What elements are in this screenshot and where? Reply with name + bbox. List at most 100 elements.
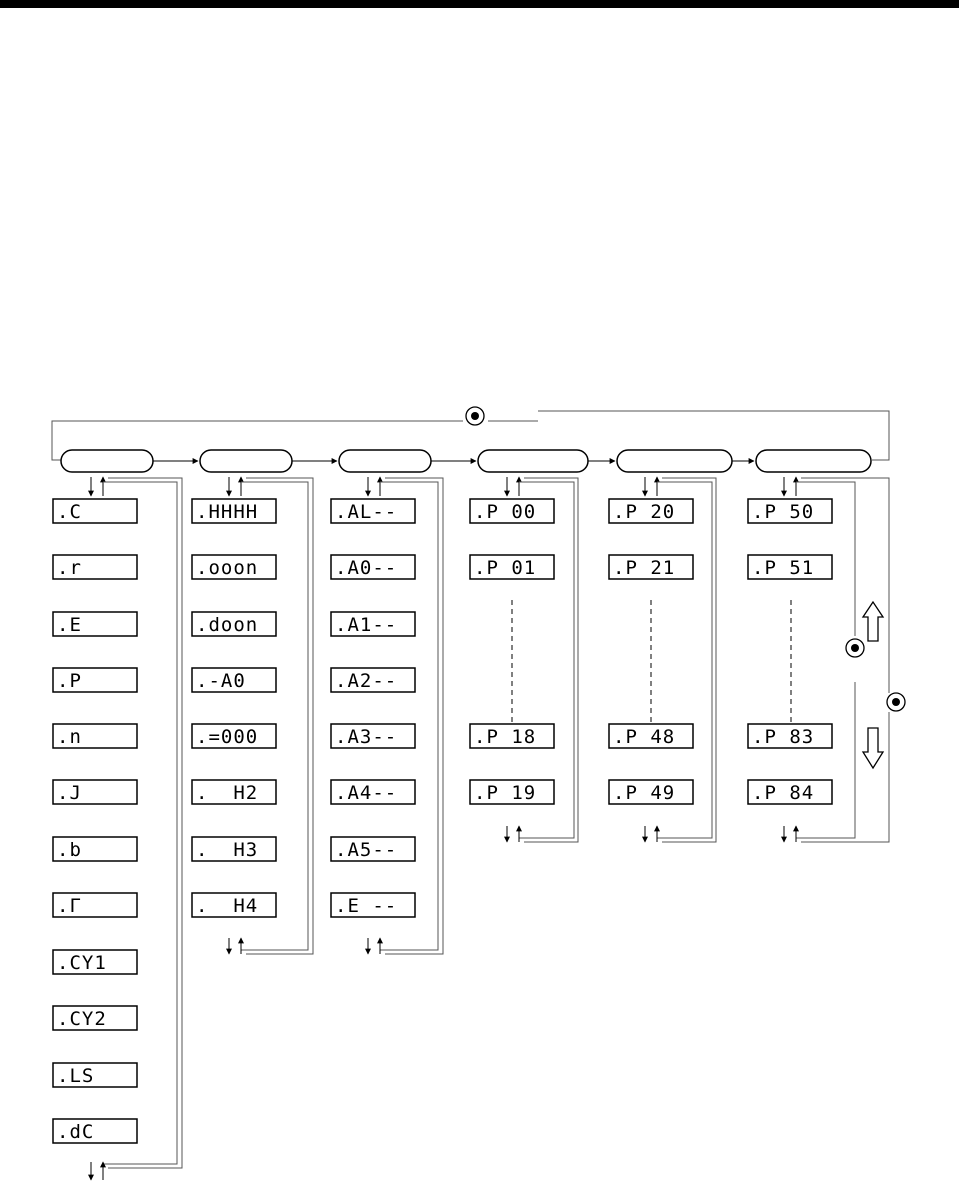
lcd-text: .n [57, 726, 82, 748]
lcd-frame [52, 554, 138, 580]
alarm-loop [365, 476, 444, 955]
lcd-text: .CY1 [57, 952, 107, 974]
status-display-10: .LS [52, 1062, 138, 1088]
mode-tab-expansion-parameters-2[interactable] [755, 449, 872, 473]
status-display-3: .P [52, 667, 138, 693]
lcd-text: .P 00 [474, 501, 536, 523]
lcd-frame [330, 498, 416, 524]
lcd-frame [747, 498, 833, 524]
lcd-frame [608, 779, 694, 805]
lcd-frame [330, 779, 416, 805]
diagnosis-display-1: .ooon [191, 554, 277, 580]
alarm-display-5: .A4-- [330, 779, 416, 805]
mode-tab-diagnosis[interactable] [199, 449, 293, 473]
lcd-text: .E [57, 614, 82, 636]
expansion-parameters-1-display-0: .P 20 [608, 498, 694, 524]
lcd-frame [52, 779, 138, 805]
lcd-text: .P 49 [613, 782, 675, 804]
display-boxes: .C .r .E .P .n .J .b .Γ .CY1 .CY2 .LS .dC .HHHH .ooon… [52, 498, 833, 1144]
expansion-parameters-2-display-3: .P 84 [747, 779, 833, 805]
lcd-text: .doon [196, 614, 258, 636]
lcd-frame [191, 498, 277, 524]
expansion-parameters-2-loop [781, 476, 890, 843]
lcd-frame [608, 498, 694, 524]
mode-tab-status[interactable] [60, 449, 154, 473]
status-display-6: .b [52, 836, 138, 862]
lcd-text: .P 50 [752, 501, 814, 523]
lcd-text: .A1-- [335, 614, 397, 636]
lcd-frame [330, 611, 416, 637]
lcd-text: .P 83 [752, 726, 814, 748]
lcd-text: .A0-- [335, 557, 397, 579]
diagnosis-display-0: .HHHH [191, 498, 277, 524]
lcd-frame [608, 554, 694, 580]
lcd-frame [191, 779, 277, 805]
status-display-4: .n [52, 723, 138, 749]
alarm-display-4: .A3-- [330, 723, 416, 749]
lcd-text: .-A0 [196, 670, 246, 692]
lcd-text: . H4 [196, 895, 258, 917]
mode-tab-expansion-parameters-1[interactable] [616, 449, 733, 473]
lcd-text: .C [57, 501, 82, 523]
lcd-frame [469, 498, 555, 524]
up-button-icon[interactable] [845, 638, 865, 658]
lcd-text: .P 84 [752, 782, 814, 804]
diagnosis-display-3: .-A0 [191, 667, 277, 693]
lcd-frame [52, 949, 138, 975]
mode-tab-alarm[interactable] [338, 449, 432, 473]
diagnosis-display-7: . H4 [191, 892, 277, 918]
lcd-text: .LS [57, 1065, 94, 1087]
lcd-frame [330, 892, 416, 918]
expansion-parameters-1-display-2: .P 48 [608, 723, 694, 749]
status-display-9: .CY2 [52, 1005, 138, 1031]
lcd-frame [52, 498, 138, 524]
top-rule [0, 0, 959, 8]
mode-tab-basic-parameters[interactable] [477, 449, 589, 473]
lcd-frame [52, 723, 138, 749]
lcd-frame [191, 892, 277, 918]
lcd-frame [330, 723, 416, 749]
lcd-text: .HHHH [196, 501, 258, 523]
lcd-frame [330, 554, 416, 580]
alarm-display-7: .E -- [330, 892, 416, 918]
lcd-text: .r [57, 557, 82, 579]
alarm-display-0: .AL-- [330, 498, 416, 524]
expansion-parameters-2-display-2: .P 83 [747, 723, 833, 749]
lcd-text: .P 20 [613, 501, 675, 523]
status-display-0: .C [52, 498, 138, 524]
lcd-text: .A2-- [335, 670, 397, 692]
down-button-icon[interactable] [886, 692, 906, 712]
lcd-frame [191, 667, 277, 693]
lcd-frame [747, 723, 833, 749]
alarm-display-2: .A1-- [330, 611, 416, 637]
lcd-frame [52, 836, 138, 862]
status-display-5: .J [52, 779, 138, 805]
diagnosis-display-5: . H2 [191, 779, 277, 805]
status-display-1: .r [52, 554, 138, 580]
lcd-text: .P 01 [474, 557, 536, 579]
expansion-parameters-2-display-1: .P 51 [747, 554, 833, 580]
alarm-display-3: .A2-- [330, 667, 416, 693]
status-display-7: .Γ [52, 892, 138, 918]
lcd-text: .AL-- [335, 501, 397, 523]
lcd-text: .P 51 [752, 557, 814, 579]
set-button-icon[interactable] [465, 406, 485, 426]
lcd-text: .Γ [57, 895, 82, 917]
lcd-text: .b [57, 839, 82, 861]
basic-parameters-display-3: .P 19 [469, 779, 555, 805]
diagnosis-loop [226, 476, 314, 955]
lcd-frame [52, 892, 138, 918]
down-arrow-icon [861, 727, 885, 770]
lcd-text: .CY2 [57, 1008, 107, 1030]
up-arrow-icon [861, 600, 885, 642]
lcd-text: . H3 [196, 839, 258, 861]
lcd-frame [191, 836, 277, 862]
expansion-parameters-2-display-0: .P 50 [747, 498, 833, 524]
lcd-text: .A3-- [335, 726, 397, 748]
status-display-11: .dC [52, 1118, 138, 1144]
lcd-text: .P [57, 670, 82, 692]
lcd-frame [52, 1062, 138, 1088]
lcd-text: .P 48 [613, 726, 675, 748]
diagnosis-display-2: .doon [191, 611, 277, 637]
